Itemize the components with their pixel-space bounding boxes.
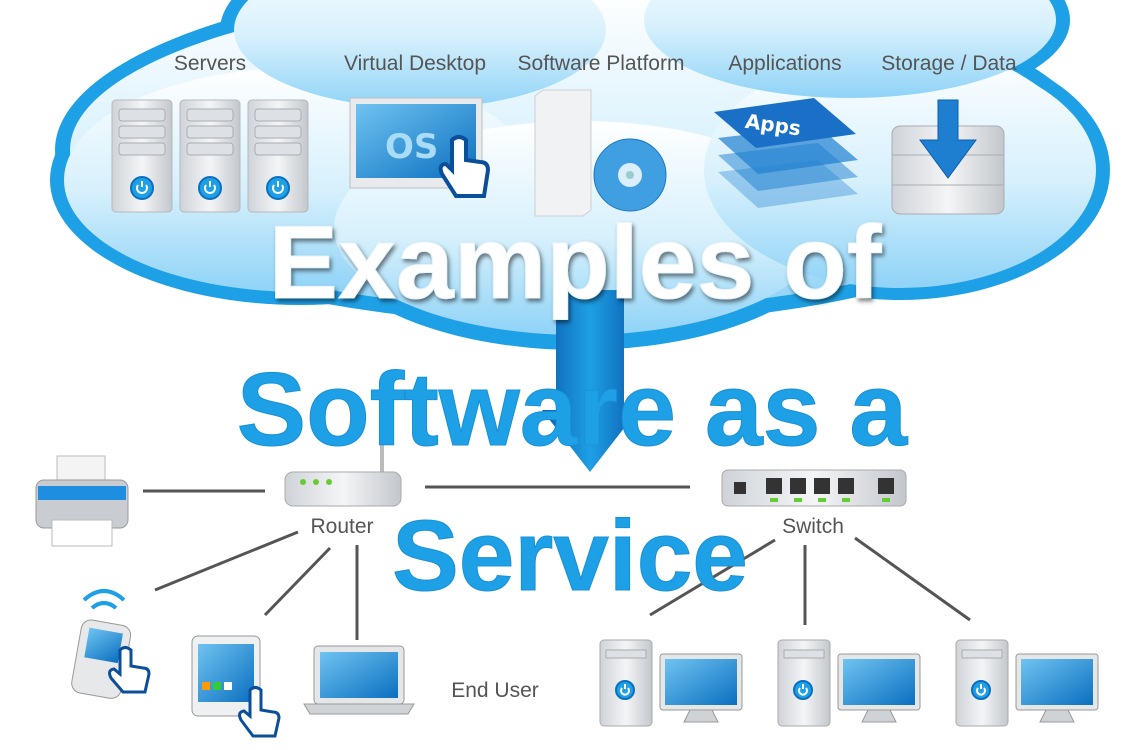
laptop-icon	[303, 645, 415, 715]
servers-icon	[111, 99, 309, 213]
title-line-3: Service	[392, 500, 748, 612]
cloud-labels: Servers Virtual Desktop Software Platfor…	[174, 52, 1017, 75]
desktop-computer-icon	[599, 639, 743, 727]
applications-icon: Apps	[714, 98, 858, 208]
label-applications: Applications	[728, 52, 841, 75]
os-text: OS	[385, 127, 438, 167]
label-virtual-desktop: Virtual Desktop	[344, 52, 486, 75]
virtual-desktop-icon: OS	[349, 97, 491, 198]
download-arrow	[542, 290, 638, 472]
title: Examples of Software as a Service	[236, 205, 909, 613]
router-label: Router	[310, 515, 373, 538]
tablet-icon	[191, 635, 281, 738]
router-icon	[284, 440, 402, 507]
smartphone-icon	[71, 589, 151, 699]
switch-icon	[721, 469, 907, 507]
label-storage-data: Storage / Data	[881, 52, 1017, 75]
label-servers: Servers	[174, 52, 246, 75]
title-line-1: Examples of	[269, 205, 882, 321]
end-user-label: End User	[451, 679, 539, 702]
software-platform-icon	[534, 89, 667, 217]
label-software-platform: Software Platform	[518, 52, 685, 75]
printer-icon	[35, 455, 129, 547]
switch-label: Switch	[782, 515, 844, 538]
hand-pointer-icon	[438, 135, 491, 198]
title-line-2: Software as a	[237, 352, 909, 468]
desktop-computers	[599, 639, 1099, 727]
network-lines	[143, 485, 971, 640]
storage-data-icon	[891, 99, 1005, 215]
